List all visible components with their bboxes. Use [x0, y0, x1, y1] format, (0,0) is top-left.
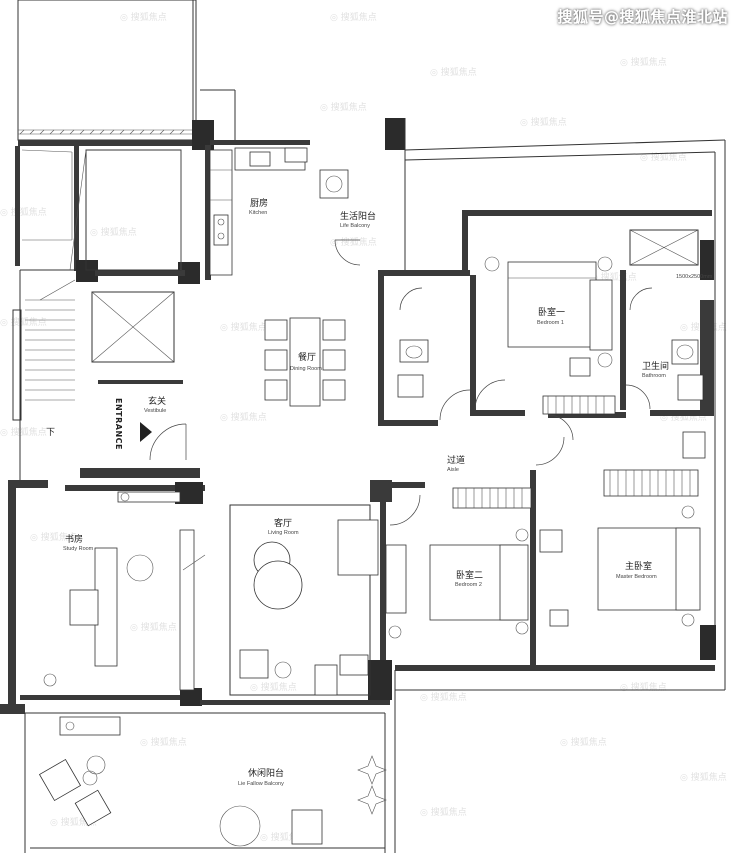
svg-text:◎ 搜狐焦点: ◎ 搜狐焦点 [330, 11, 377, 23]
svg-text:◎ 搜狐焦点: ◎ 搜狐焦点 [0, 206, 47, 218]
bedroom2-label-cn: 卧室二 [456, 569, 483, 581]
site-watermark: 搜狐号@搜狐焦点淮北站 [557, 8, 728, 26]
svg-text:◎ 搜狐焦点: ◎ 搜狐焦点 [120, 11, 167, 23]
master-label-cn: 主卧室 [625, 560, 652, 572]
leisure-balcony-label-cn: 休闲阳台 [248, 767, 284, 779]
svg-text:◎ 搜狐焦点: ◎ 搜狐焦点 [620, 56, 667, 68]
kitchen-label-cn: 厨房 [250, 197, 268, 209]
svg-text:◎ 搜狐焦点: ◎ 搜狐焦点 [220, 411, 267, 423]
svg-text:◎ 搜狐焦点: ◎ 搜狐焦点 [430, 66, 477, 78]
bathroom-label-en: Bathroom [642, 373, 666, 379]
master-bedroom-furniture [539, 431, 706, 627]
aisle-label-en: Aisle [447, 467, 459, 473]
life-balcony-label-cn: 生活阳台 [340, 210, 376, 222]
living-label-cn: 客厅 [274, 517, 292, 529]
elevator-shafts [21, 149, 182, 363]
room-labels: 厨房 Kitchen 生活阳台 Life Balcony 餐厅 Dining R… [46, 197, 713, 787]
walls [0, 89, 726, 853]
kitchen-label-en: Kitchen [249, 210, 267, 216]
svg-text:◎ 搜狐焦点: ◎ 搜狐焦点 [140, 736, 187, 748]
svg-text:◎ 搜狐焦点: ◎ 搜狐焦点 [680, 771, 727, 783]
living-furniture [229, 504, 379, 696]
vestibule-label-cn: 玄关 [148, 395, 166, 407]
study-label-en: Study Room [63, 546, 94, 552]
entrance-label: ENTRANCE [114, 398, 123, 450]
dining-table [264, 317, 346, 407]
svg-text:◎ 搜狐焦点: ◎ 搜狐焦点 [560, 736, 607, 748]
bedroom1-label-cn: 卧室一 [538, 306, 565, 318]
study-label-cn: 书房 [65, 533, 83, 545]
svg-text:◎ 搜狐焦点: ◎ 搜狐焦点 [420, 691, 467, 703]
svg-text:◎ 搜狐焦点: ◎ 搜狐焦点 [0, 426, 47, 438]
leisure-balcony-label-en: Lie Fallow Balcony [238, 781, 284, 787]
svg-text:◎ 搜狐焦点: ◎ 搜狐焦点 [130, 621, 177, 633]
staircase [12, 279, 76, 421]
down-arrow-label: 下 [46, 428, 55, 438]
balcony-furniture [38, 716, 387, 847]
bedroom1-furniture [484, 256, 616, 415]
dining-label-en: Dining Room [290, 366, 322, 372]
svg-text:◎ 搜狐焦点: ◎ 搜狐焦点 [220, 321, 267, 333]
svg-text:◎ 搜狐焦点: ◎ 搜狐焦点 [250, 681, 297, 693]
bathroom-fixtures [397, 229, 704, 401]
upper-terrace [17, 0, 197, 141]
svg-text:◎ 搜狐焦点: ◎ 搜狐焦点 [520, 116, 567, 128]
entrance-arrow [140, 422, 152, 442]
bedroom2-label-en: Bedroom 2 [455, 582, 482, 588]
bedroom1-label-en: Bedroom 1 [537, 320, 564, 326]
svg-text:◎ 搜狐焦点: ◎ 搜狐焦点 [30, 531, 77, 543]
svg-text:◎ 搜狐焦点: ◎ 搜狐焦点 [90, 226, 137, 238]
svg-text:◎ 搜狐焦点: ◎ 搜狐焦点 [420, 806, 467, 818]
svg-text:◎ 搜狐焦点: ◎ 搜狐焦点 [620, 681, 667, 693]
vestibule-label-en: Vestibule [144, 408, 166, 414]
size-note: 1500x2500mm [676, 274, 713, 280]
study-furniture [43, 491, 206, 691]
aisle-label-cn: 过道 [447, 454, 465, 466]
master-label-en: Master Bedroom [616, 574, 657, 580]
dining-label-cn: 餐厅 [298, 351, 316, 363]
living-label-en: Living Room [268, 530, 299, 536]
doors [149, 239, 653, 526]
bedroom2-furniture [385, 487, 532, 639]
kitchen-counter [209, 147, 349, 276]
svg-text:◎ 搜狐焦点: ◎ 搜狐焦点 [330, 236, 377, 248]
svg-text:◎ 搜狐焦点: ◎ 搜狐焦点 [0, 316, 47, 328]
life-balcony-label-en: Life Balcony [340, 223, 370, 229]
svg-text:◎ 搜狐焦点: ◎ 搜狐焦点 [320, 101, 367, 113]
bathroom-label-cn: 卫生间 [642, 360, 669, 372]
